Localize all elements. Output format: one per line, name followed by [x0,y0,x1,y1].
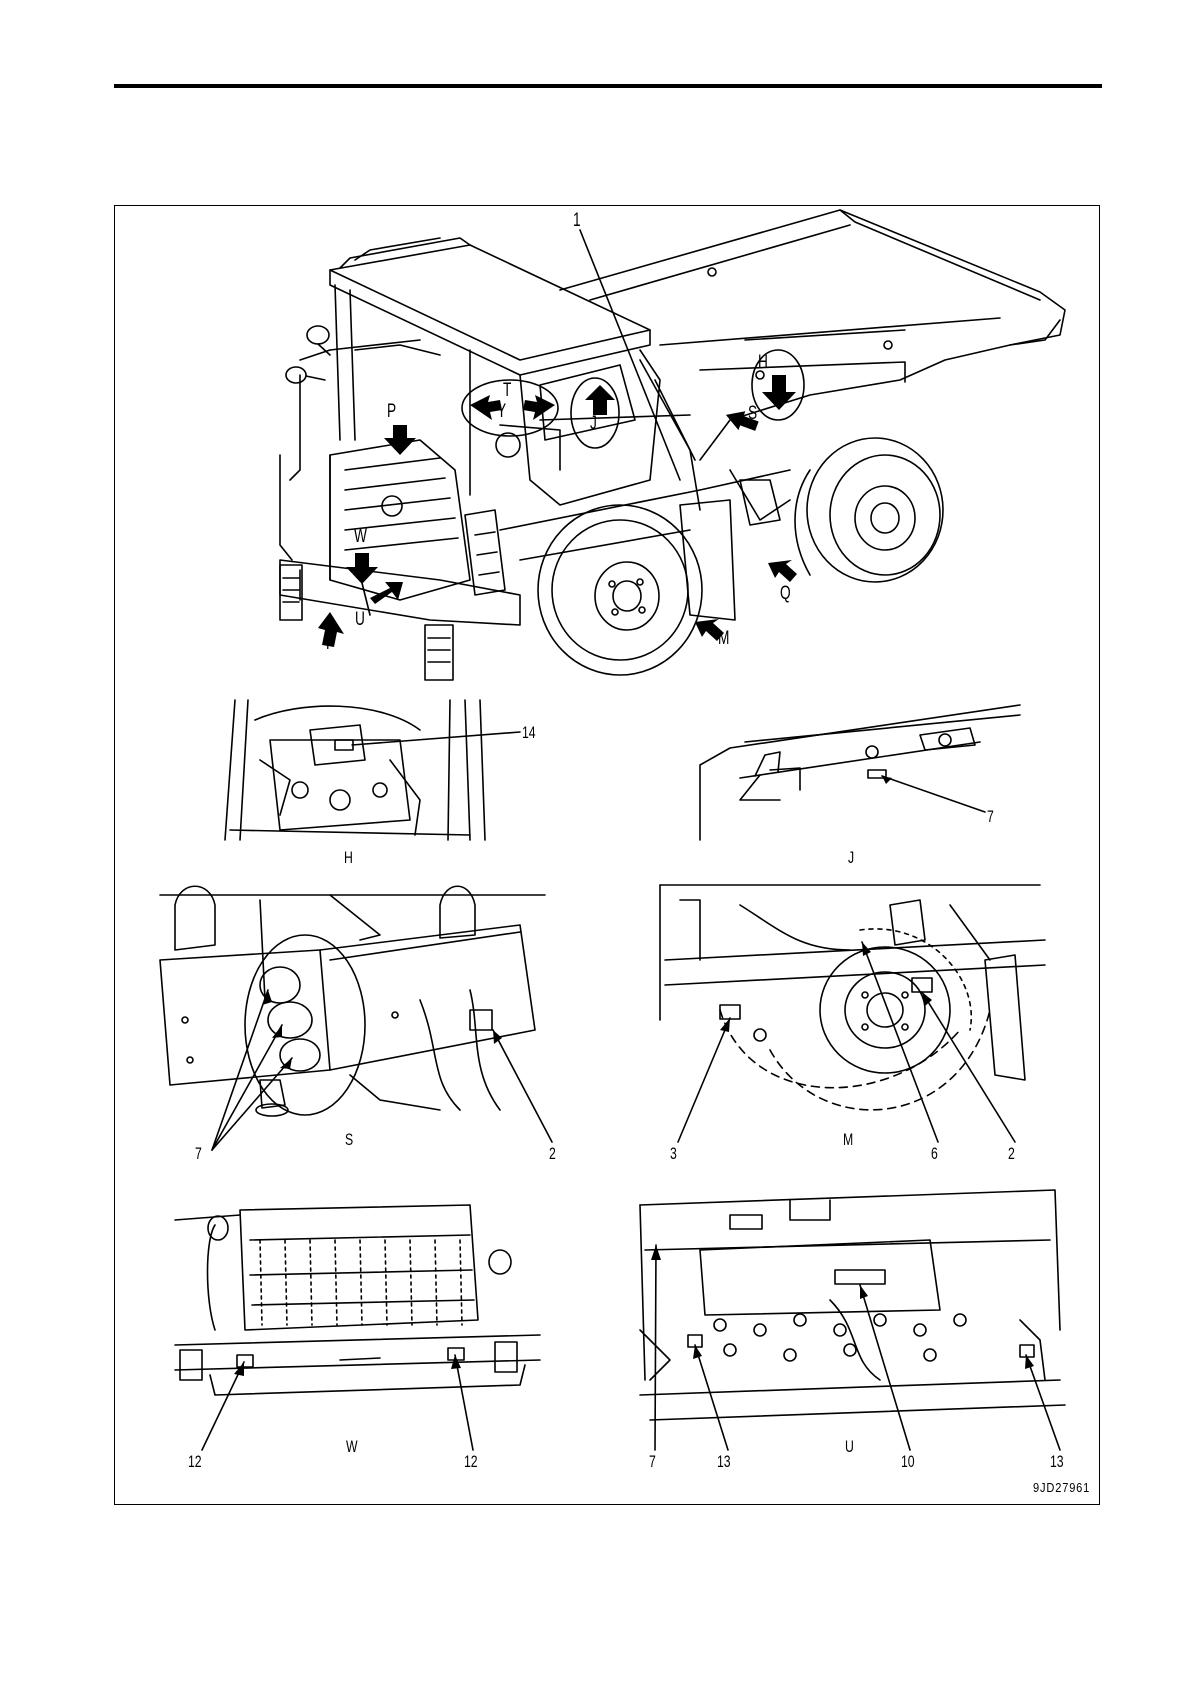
detail-m-callout-6: 6 [931,1145,938,1162]
detail-w-caption: W [346,1438,358,1455]
detail-s-caption: S [345,1131,353,1148]
arrow-label-s: S [748,405,757,422]
detail-m-illustration [660,885,1045,1110]
arrow-label-f: F [326,635,334,652]
arrow-label-j: J [590,415,597,432]
detail-u-callout-13-right: 13 [1050,1453,1064,1470]
detail-u-caption: U [845,1438,854,1455]
detail-w-callout-12-right: 12 [464,1453,478,1470]
detail-s-illustration [160,886,545,1116]
detail-h-caption: H [344,849,353,866]
detail-j-callout-7: 7 [987,808,994,825]
detail-m-callout-2: 2 [1008,1145,1015,1162]
detail-u-leaders [655,1245,1060,1450]
detail-j-illustration [700,705,1020,840]
detail-s-callout-2: 2 [549,1145,556,1162]
figure-code: 9JD27961 [1033,1480,1090,1495]
detail-h-leader-14 [352,732,520,745]
detail-u-callout-13-left: 13 [717,1453,731,1470]
leader-line-1 [580,230,680,480]
arrow-label-w: W [354,528,367,545]
detail-w-callout-12-left: 12 [188,1453,202,1470]
detail-s-leaders [212,990,552,1150]
detail-h-illustration [225,700,485,840]
detail-m-leaders [678,942,1015,1142]
detail-s-callout-7: 7 [195,1145,202,1162]
detail-j-caption: J [848,849,854,866]
detail-u-illustration [640,1190,1065,1420]
detail-w-illustration [175,1205,540,1395]
detail-m-caption: M [843,1131,853,1148]
detail-j-leader-7 [882,776,985,812]
detail-m-callout-3: 3 [670,1145,677,1162]
arrow-label-m: M [718,630,729,647]
arrow-label-t: T [503,382,511,399]
callout-1: 1 [573,212,581,229]
arrow-label-h: H [758,354,768,371]
arrow-label-u: U [355,611,365,628]
arrow-label-q: Q [780,585,791,602]
arrow-label-y: Y [497,403,506,420]
arrow-label-p: P [387,403,396,420]
detail-u-callout-7: 7 [649,1453,656,1470]
detail-u-callout-10: 10 [901,1453,915,1470]
detail-h-callout-14: 14 [522,724,536,741]
